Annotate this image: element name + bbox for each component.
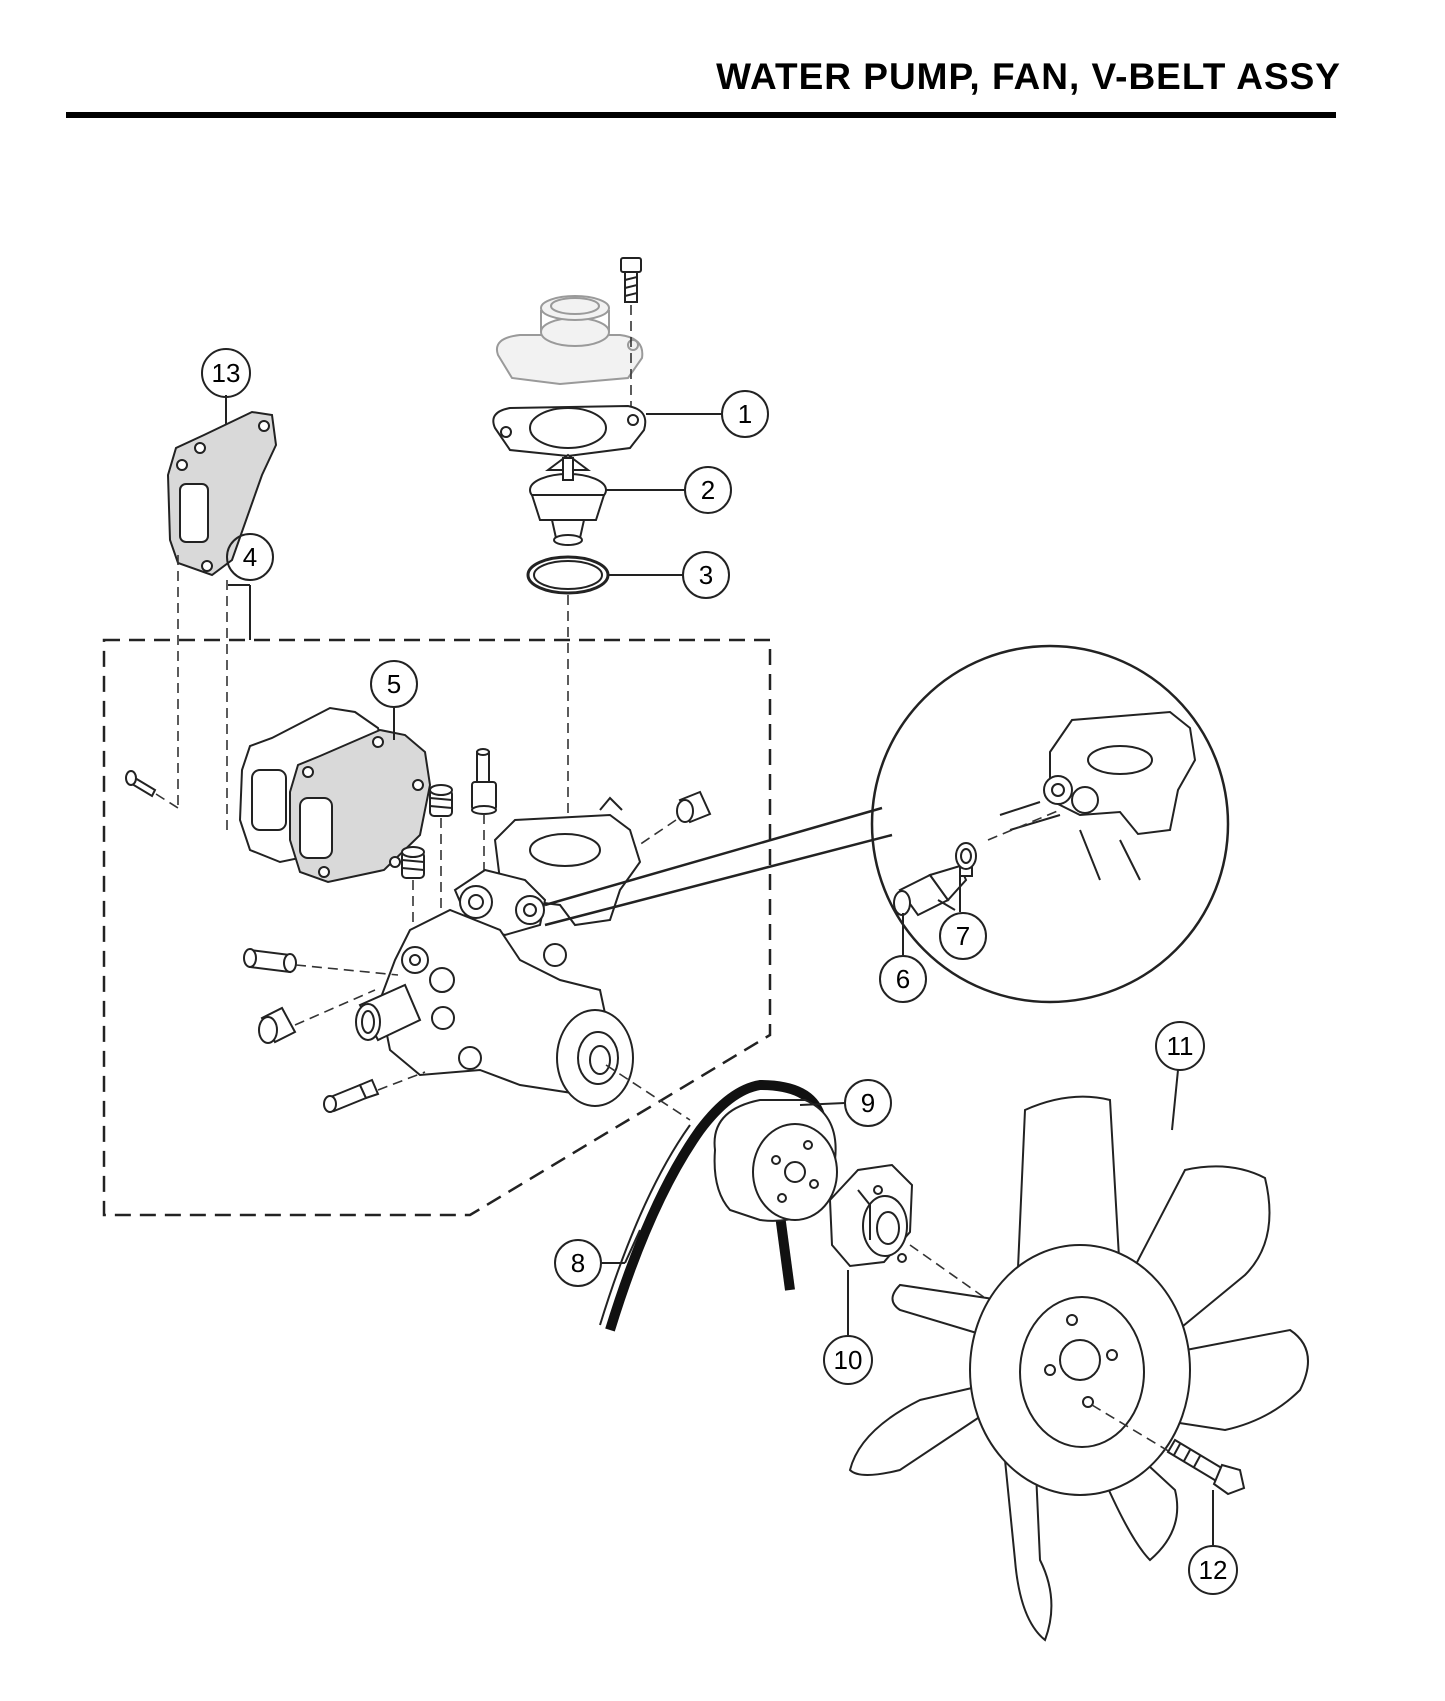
gasket-thermostat xyxy=(492,404,647,458)
svg-text:4: 4 xyxy=(243,542,257,572)
callout-4: 4 xyxy=(226,533,274,581)
sealing-washer xyxy=(955,842,977,870)
gasket-pump-back xyxy=(166,410,278,577)
o-ring xyxy=(526,555,610,595)
detail-housing xyxy=(999,710,1197,881)
hose-nipple-bottom xyxy=(323,1078,380,1113)
small-screw xyxy=(125,770,157,798)
detail-circle xyxy=(870,644,1230,1004)
svg-text:9: 9 xyxy=(861,1088,875,1118)
temperature-sender xyxy=(893,864,973,917)
pump-back-plate xyxy=(238,706,432,884)
callout-5: 5 xyxy=(370,660,418,708)
svg-text:7: 7 xyxy=(956,921,970,951)
svg-text:10: 10 xyxy=(834,1345,863,1375)
hose-nipple-left xyxy=(243,948,297,974)
svg-text:3: 3 xyxy=(699,560,713,590)
thermostat-cover xyxy=(496,295,644,386)
callout-12: 12 xyxy=(1188,1545,1238,1595)
leader-lines xyxy=(225,395,1214,1545)
cover-bolt xyxy=(620,257,642,303)
cooling-fan xyxy=(848,1095,1309,1642)
pipe-plug-upper xyxy=(429,784,453,817)
fan-spacer xyxy=(828,1163,914,1268)
callout-10: 10 xyxy=(823,1335,873,1385)
callout-1: 1 xyxy=(721,390,769,438)
svg-text:2: 2 xyxy=(701,475,715,505)
pipe-plug-right xyxy=(676,790,712,824)
pipe-plug-lower xyxy=(401,846,425,879)
water-pump-body xyxy=(355,796,642,1107)
svg-text:5: 5 xyxy=(387,669,401,699)
svg-text:1: 1 xyxy=(738,399,752,429)
callout-9: 9 xyxy=(844,1079,892,1127)
fan-pulley xyxy=(713,1099,838,1222)
svg-text:12: 12 xyxy=(1199,1555,1228,1585)
callout-8: 8 xyxy=(554,1239,602,1287)
fan-bolt xyxy=(1166,1438,1246,1496)
pipe-plug-bottom-left xyxy=(258,1006,297,1044)
thermostat xyxy=(529,453,607,546)
page-title: WATER PUMP, FAN, V-BELT ASSY xyxy=(716,56,1341,97)
callout-3: 3 xyxy=(682,551,730,599)
svg-text:6: 6 xyxy=(896,964,910,994)
v-belt xyxy=(599,1079,825,1332)
callout-2: 2 xyxy=(684,466,732,514)
callout-11: 11 xyxy=(1155,1021,1205,1071)
svg-text:11: 11 xyxy=(1167,1031,1194,1061)
title-rule xyxy=(66,112,1336,118)
callout-7: 7 xyxy=(939,912,987,960)
svg-text:13: 13 xyxy=(212,358,241,388)
callout-6: 6 xyxy=(879,955,927,1003)
callout-13: 13 xyxy=(201,348,251,398)
svg-text:8: 8 xyxy=(571,1248,585,1278)
hose-nipple-top xyxy=(471,748,497,815)
assembly-boundary xyxy=(102,638,772,1217)
